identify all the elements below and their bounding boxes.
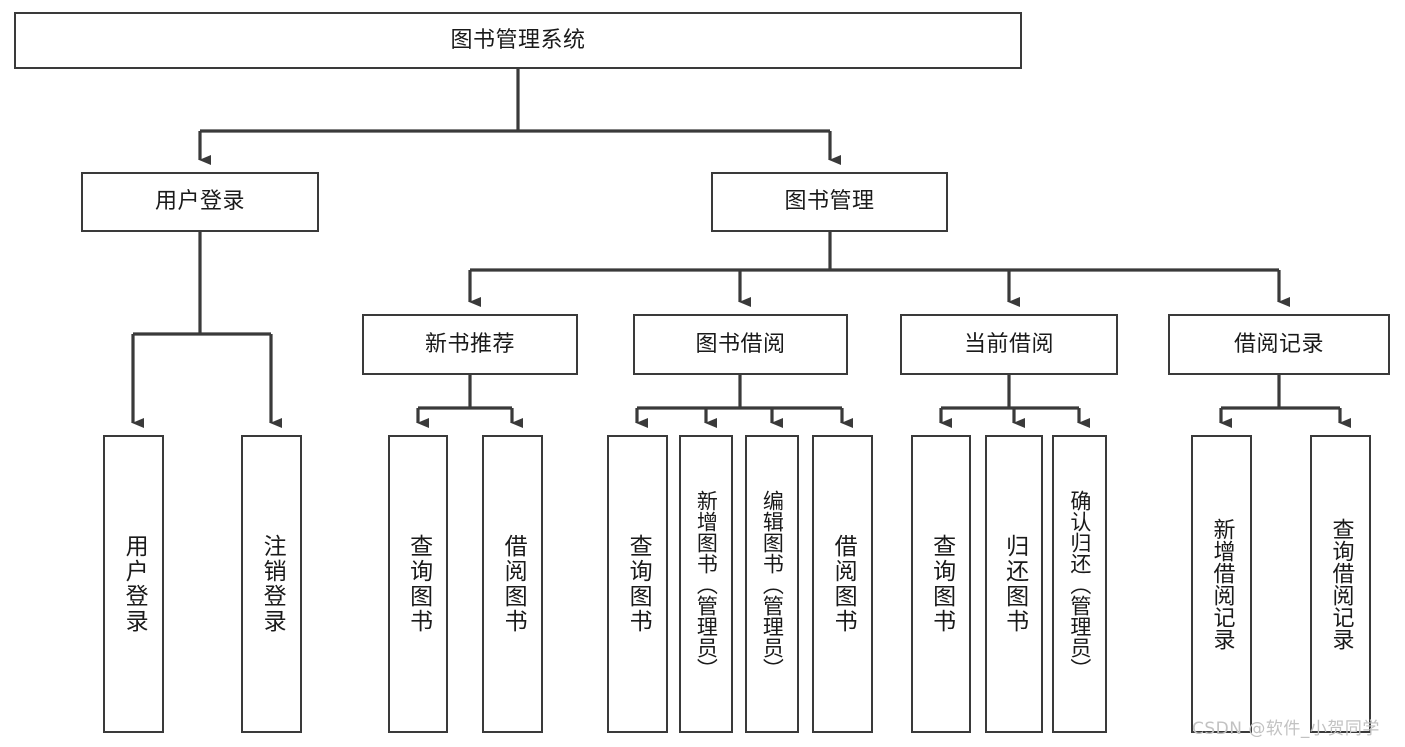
node-leaf-user-logout-label: 注销登录 [259, 534, 286, 634]
node-book-borrow-label: 图书借阅 [695, 331, 786, 357]
node-current-borrow[interactable]: 当前借阅 [900, 314, 1118, 375]
node-leaf-borrow-book-1-label: 借阅图书 [500, 534, 527, 634]
node-leaf-query-book-3-label: 查询图书 [928, 534, 955, 634]
node-leaf-query-record[interactable]: 查询借阅记录 [1310, 435, 1371, 733]
node-root[interactable]: 图书管理系统 [14, 12, 1022, 69]
node-leaf-add-record-label: 新增借阅记录 [1209, 518, 1235, 650]
node-borrow-record[interactable]: 借阅记录 [1168, 314, 1390, 375]
node-leaf-edit-book[interactable]: 编辑图书（管理员） [745, 435, 799, 733]
node-leaf-add-book[interactable]: 新增图书（管理员） [679, 435, 733, 733]
node-book-borrow[interactable]: 图书借阅 [633, 314, 848, 375]
node-book-manage[interactable]: 图书管理 [711, 172, 948, 232]
node-leaf-query-book-1[interactable]: 查询图书 [388, 435, 448, 733]
node-leaf-return-book[interactable]: 归还图书 [985, 435, 1043, 733]
node-leaf-edit-book-label: 编辑图书（管理员） [760, 489, 785, 679]
node-book-manage-label: 图书管理 [784, 189, 875, 215]
node-user-login-label: 用户登录 [154, 189, 245, 215]
node-leaf-query-book-1-label: 查询图书 [405, 534, 432, 634]
node-leaf-user-logout[interactable]: 注销登录 [241, 435, 302, 733]
node-leaf-user-login-label: 用户登录 [121, 534, 148, 634]
node-new-book-rec-label: 新书推荐 [424, 331, 515, 357]
node-leaf-confirm-return[interactable]: 确认归还（管理员） [1052, 435, 1107, 733]
node-current-borrow-label: 当前借阅 [963, 331, 1054, 357]
node-leaf-query-record-label: 查询借阅记录 [1328, 518, 1354, 650]
node-leaf-add-record[interactable]: 新增借阅记录 [1191, 435, 1252, 733]
node-leaf-query-book-3[interactable]: 查询图书 [911, 435, 971, 733]
node-root-label: 图书管理系统 [450, 27, 586, 53]
node-leaf-confirm-return-label: 确认归还（管理员） [1067, 489, 1092, 679]
node-leaf-borrow-book-2[interactable]: 借阅图书 [812, 435, 873, 733]
node-leaf-borrow-book-2-label: 借阅图书 [830, 534, 857, 634]
node-leaf-query-book-2-label: 查询图书 [625, 534, 652, 634]
node-borrow-record-label: 借阅记录 [1233, 331, 1324, 357]
node-leaf-borrow-book-1[interactable]: 借阅图书 [482, 435, 543, 733]
node-user-login[interactable]: 用户登录 [81, 172, 319, 232]
node-leaf-add-book-label: 新增图书（管理员） [694, 489, 719, 679]
node-leaf-user-login[interactable]: 用户登录 [103, 435, 164, 733]
node-leaf-query-book-2[interactable]: 查询图书 [607, 435, 668, 733]
node-new-book-rec[interactable]: 新书推荐 [362, 314, 578, 375]
node-leaf-return-book-label: 归还图书 [1001, 534, 1028, 634]
